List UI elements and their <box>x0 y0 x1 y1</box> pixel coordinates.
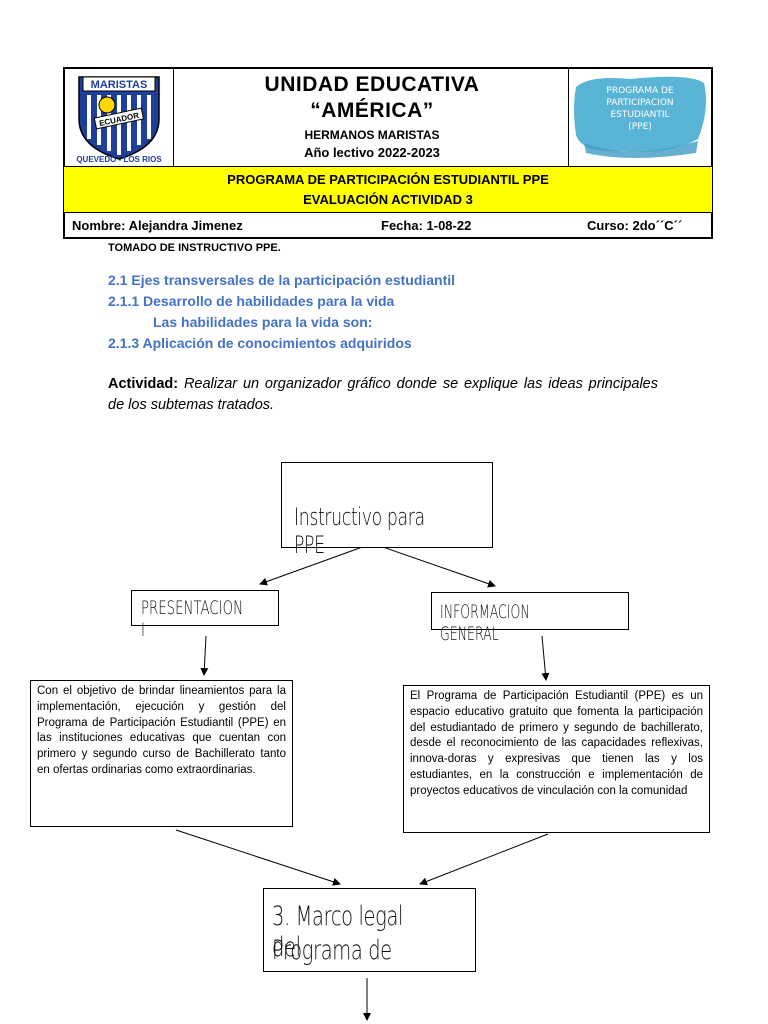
diagram-marco-line2: Programa de <box>272 935 392 966</box>
diagram-left-text-box: Con el objetivo de brindar lineamientos … <box>30 680 293 827</box>
diagram-right-text-box: El Programa de Participación Estudiantil… <box>403 685 710 833</box>
diagram-main-node: Instructivo para PPE <box>281 462 493 548</box>
diagram-marco-node: 3. Marco legal del Programa de <box>263 888 476 972</box>
diagram-presentacion-label: PRESENTACION I <box>141 597 243 641</box>
diagram-main-label: Instructivo para PPE <box>294 503 437 559</box>
diagram-informacion-node: INFORMACION GENERAL <box>431 592 629 630</box>
diagram-presentacion-node: PRESENTACION I <box>131 590 279 626</box>
diagram-informacion-label: INFORMACION GENERAL <box>440 601 564 645</box>
